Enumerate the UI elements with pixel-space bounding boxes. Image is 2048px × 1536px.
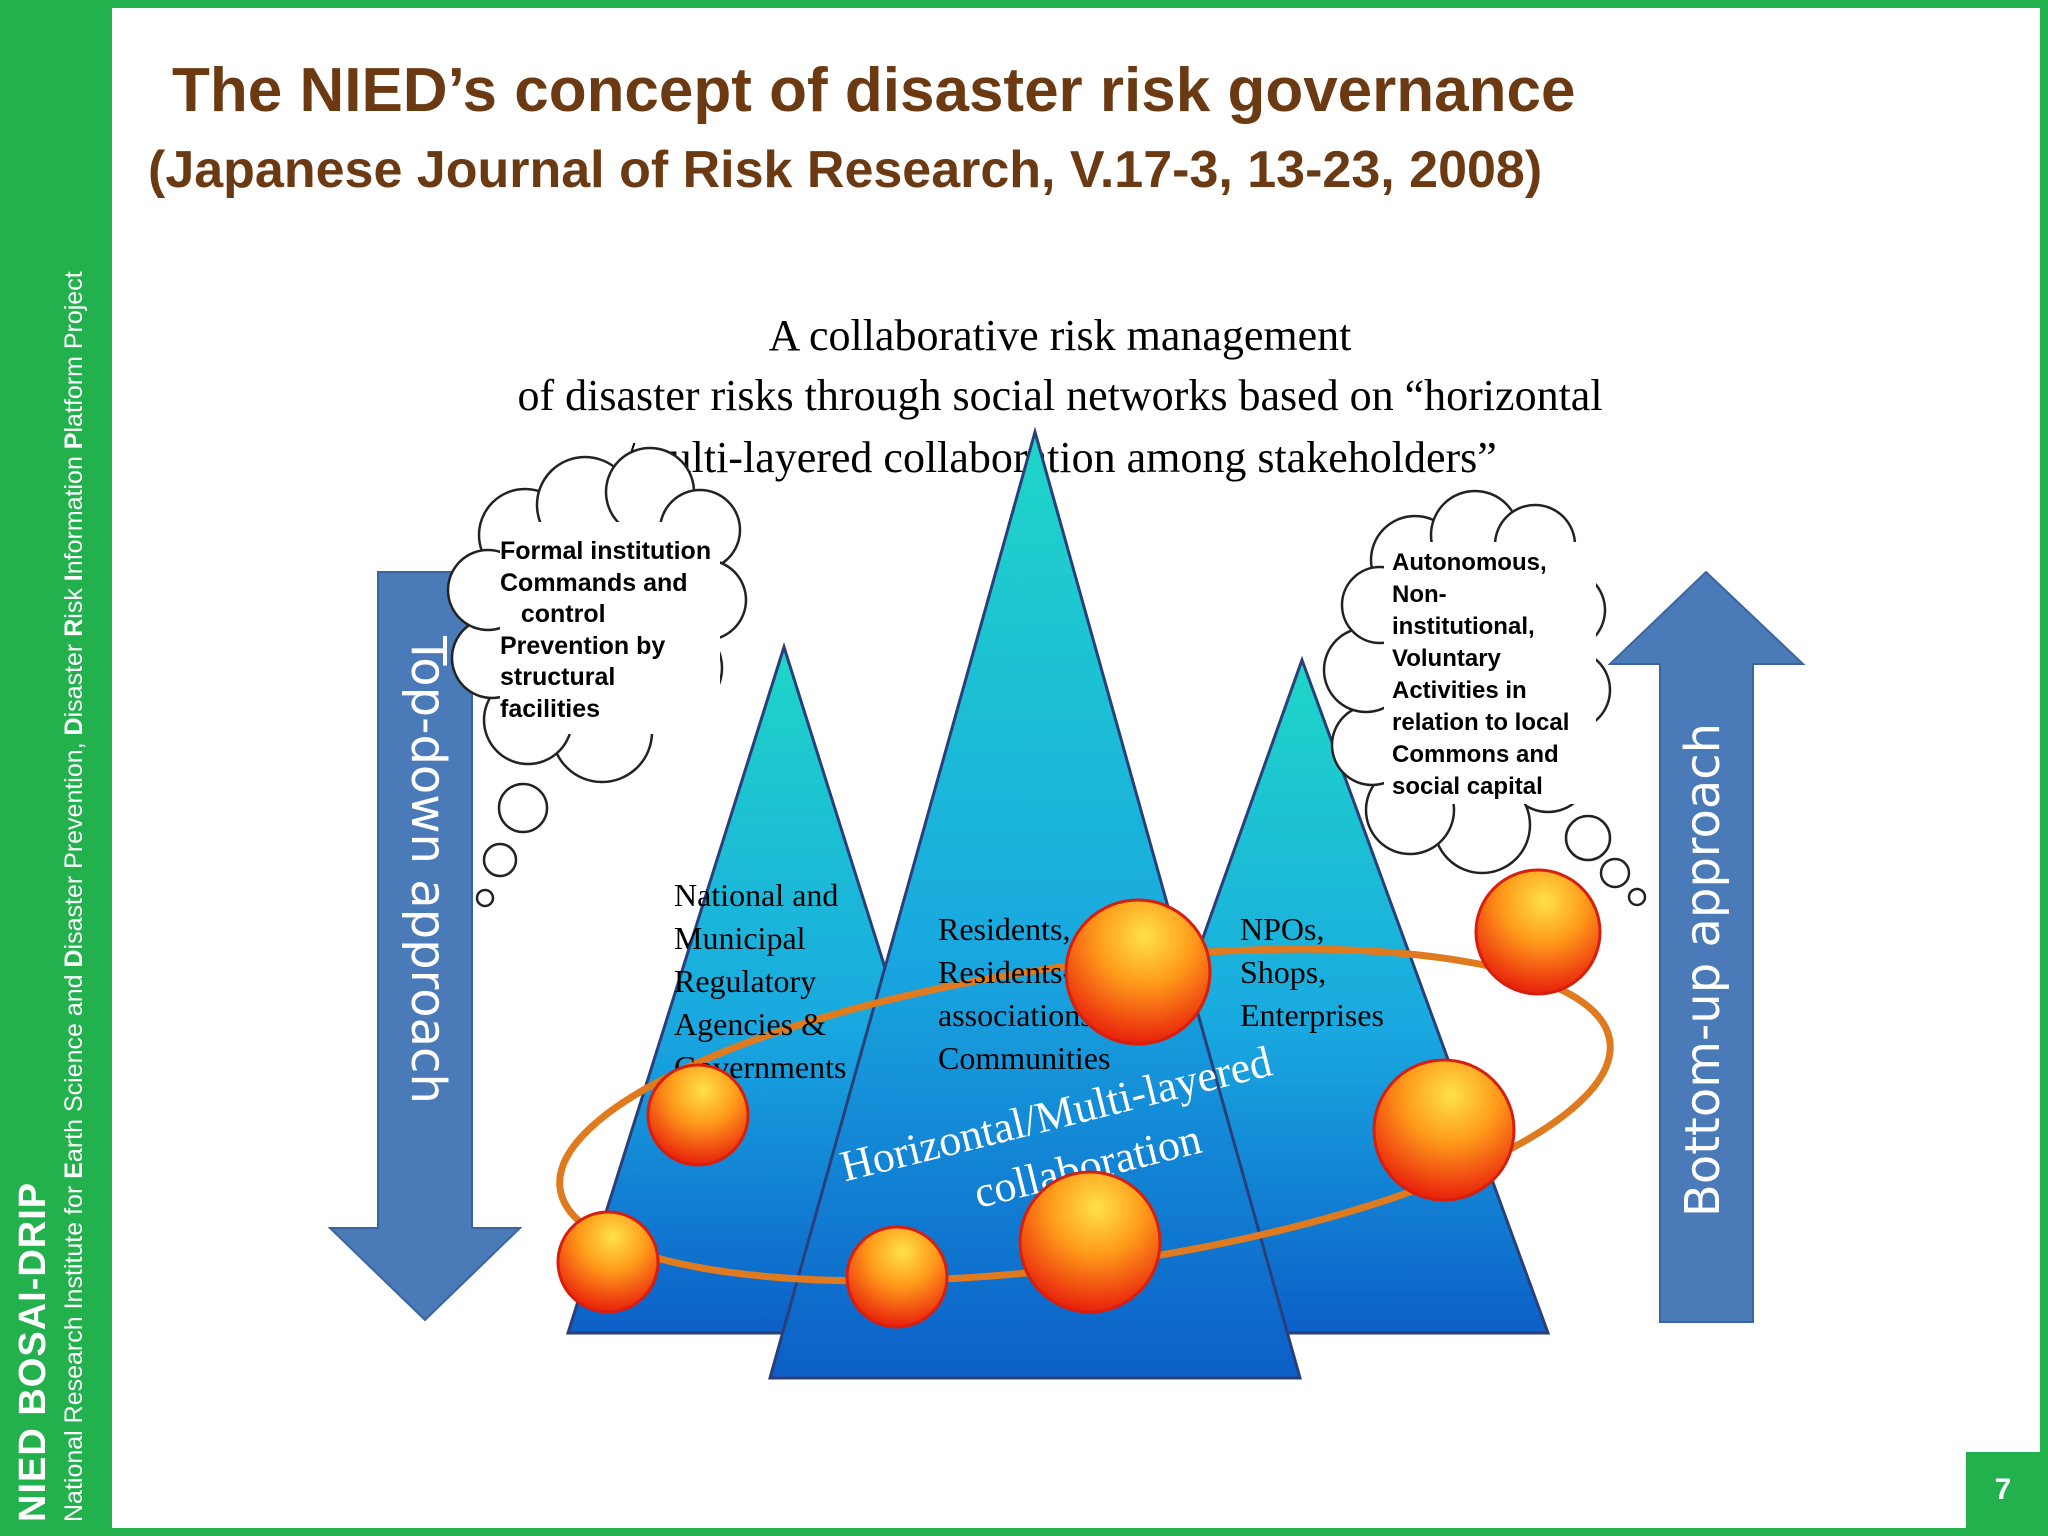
right-cloud-line-4: Voluntary [1392, 645, 1502, 672]
left-mountain-line-3: Regulatory [674, 963, 816, 999]
sidebar: NIED BOSAI-DRIP National Research Instit… [0, 0, 112, 1536]
concept-line-2: of disaster risks through social network… [517, 371, 1602, 420]
concept-line-1: A collaborative risk management [769, 311, 1352, 360]
bottom-up-label: Bottom-up approach [1675, 723, 1731, 1217]
left-mountain-line-1: National and [674, 877, 838, 913]
left-cloud-line-6: facilities [500, 695, 600, 723]
left-mountain-line-2: Municipal [674, 920, 806, 956]
right-cloud-line-8: social capital [1392, 773, 1543, 800]
stakeholder-node [1474, 868, 1602, 996]
concept-line-3: /multi-layered collaboration among stake… [623, 433, 1497, 482]
stakeholder-node [1372, 1058, 1516, 1202]
left-mountain-line-4: Agencies & [674, 1006, 826, 1042]
right-mountain-line-2: Shops, [1240, 954, 1326, 990]
right-cloud-line-6: relation to local [1392, 709, 1569, 736]
stakeholder-node [646, 1063, 750, 1167]
left-cloud-line-5: structural [500, 663, 615, 691]
left-cloud-fill [500, 522, 720, 734]
right-mountain-line-3: Enterprises [1240, 997, 1384, 1033]
right-mountain-line-1: NPOs, [1240, 911, 1324, 947]
left-cloud-line-1: Formal institution [500, 537, 711, 565]
right-cloud-line-1: Autonomous, [1392, 549, 1547, 576]
stakeholder-node [845, 1225, 949, 1329]
right-cloud-line-2: Non- [1392, 581, 1447, 608]
center-mountain-line-1: Residents, [938, 911, 1070, 947]
top-down-label: Top-down approach [400, 635, 456, 1104]
page-number: 7 [1966, 1452, 2040, 1528]
right-cloud-line-7: Commons and [1392, 741, 1559, 768]
right-cloud-line-3: institutional, [1392, 613, 1535, 640]
stakeholder-node [1018, 1170, 1162, 1314]
center-mountain-line-4: Communities [938, 1040, 1110, 1076]
stakeholder-node [1064, 898, 1212, 1046]
stakeholder-node [556, 1210, 660, 1314]
right-cloud-line-5: Activities in [1392, 677, 1527, 704]
right-cloud-fill [1384, 542, 1596, 804]
center-mountain-line-2: Residents- [938, 954, 1073, 990]
left-cloud-line-2: Commands and [500, 569, 688, 597]
left-cloud-line-3: control [500, 600, 606, 628]
bottom-up-arrow [1607, 570, 1806, 1323]
slide-title: The NIED’s concept of disaster risk gove… [172, 56, 1576, 125]
slide-subtitle: (Japanese Journal of Risk Research, V.17… [148, 141, 1543, 199]
left-cloud-line-4: Prevention by [500, 632, 665, 660]
